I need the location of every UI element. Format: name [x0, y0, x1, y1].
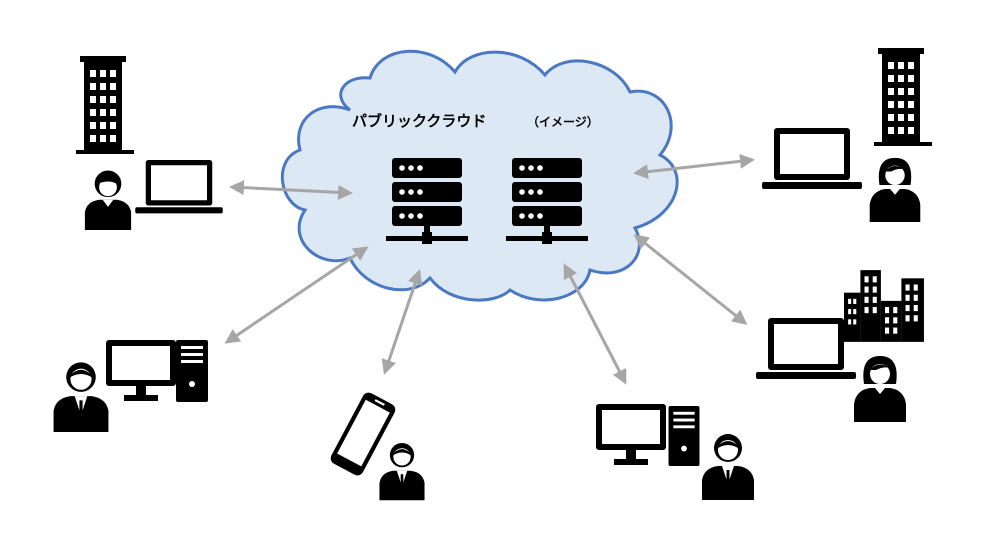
businessman-icon	[702, 434, 754, 500]
connection-arrows	[224, 153, 755, 385]
businessman-icon	[53, 362, 109, 432]
office-building-icon	[76, 56, 134, 154]
desktop-monitor-icon	[596, 404, 666, 465]
arrow-mid-left	[224, 246, 369, 344]
businessman-icon	[379, 443, 425, 501]
woman-user-icon	[854, 356, 906, 422]
laptop-icon	[756, 318, 856, 379]
pc-tower-icon	[668, 406, 700, 466]
laptop-icon	[135, 160, 223, 214]
cloud-title: パブリッククラウド	[352, 112, 486, 130]
smartphone-icon	[328, 392, 398, 476]
arrow-top-right	[633, 153, 755, 180]
woman-user-icon	[869, 157, 921, 222]
desktop-monitor-icon	[106, 340, 176, 401]
pc-tower-icon	[176, 340, 208, 402]
arrow-bottom-desktop	[563, 263, 627, 385]
office-worker-icon	[84, 170, 132, 230]
cloud-subtitle: （イメージ）	[527, 114, 599, 129]
arrow-top-left	[229, 180, 353, 200]
arrow-bottom-phone	[381, 269, 423, 375]
laptop-icon	[762, 128, 862, 189]
city-buildings-icon	[844, 270, 924, 342]
office-building-icon	[874, 48, 932, 146]
arrow-mid-right	[633, 234, 748, 325]
